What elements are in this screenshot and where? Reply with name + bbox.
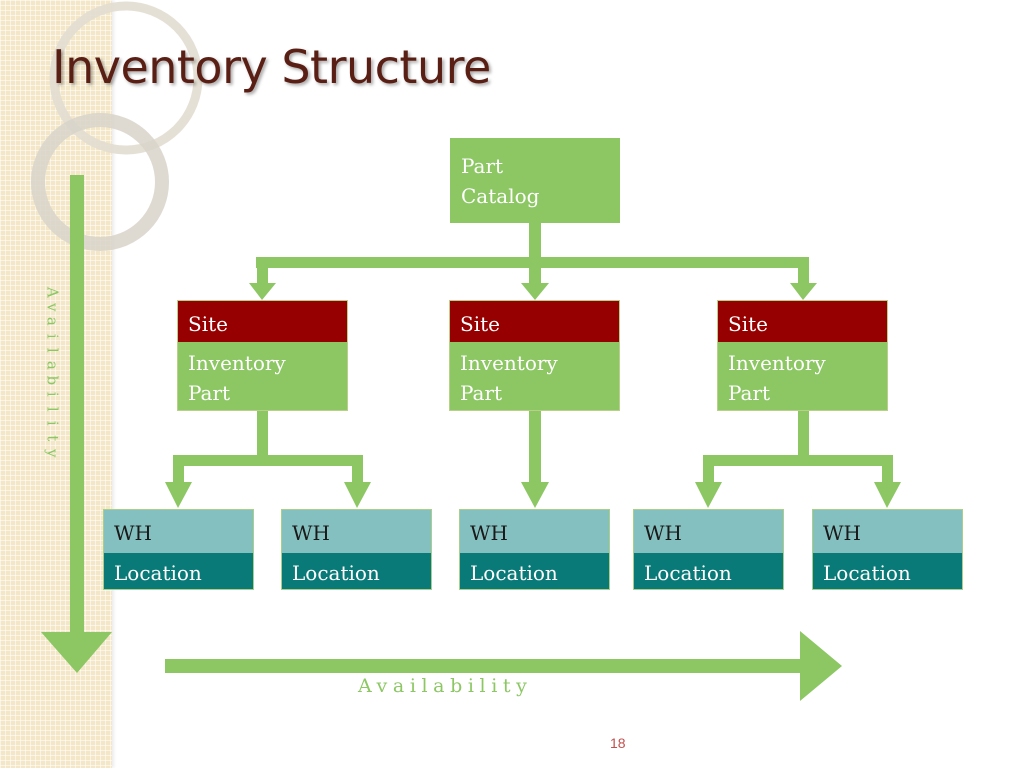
connector-site-bar [256,257,809,268]
part-catalog-line1: Part [461,154,504,178]
arrow-wh1 [165,482,192,508]
connector-site3-bar [703,455,893,466]
arrow-wh5 [874,482,901,508]
site-node-2-line2: Part [460,381,503,405]
part-catalog-line2: Catalog [461,184,540,208]
availability-vertical-char: a [43,360,62,370]
wh-node-2-bottom: Location [281,553,432,590]
slide-title: Inventory Structure [52,40,491,94]
connector-site2 [529,263,541,286]
connector-site1-down [257,411,268,461]
availability-arrow-horizontal-head [800,631,842,701]
arrow-site3 [790,283,817,300]
arrow-wh3 [521,482,549,508]
availability-vertical-char: a [43,317,62,326]
arrow-site1 [249,283,276,300]
part-catalog-node: Part Catalog [450,138,620,223]
wh-node-3-top: WH [459,509,610,553]
connector-site1-bar [173,455,363,466]
availability-arrow-vertical-shaft [70,175,84,635]
decorative-ring-small [31,113,169,251]
wh-node-1-top: WH [103,509,254,553]
decorative-ring-large [49,1,203,155]
site-node-1-line2: Part [188,381,231,405]
site-node-1-line1: Inventory [188,351,286,375]
site-node-3-line1: Inventory [728,351,826,375]
availability-arrow-vertical-head [41,632,112,673]
connector-site3 [798,263,809,286]
connector-root-down [529,223,541,260]
site-node-2-line1: Inventory [460,351,558,375]
connector-wh4 [703,460,714,485]
wh-node-5-top: WH [812,509,963,553]
site-node-3-header: Site [717,300,888,342]
arrow-wh4 [695,482,722,508]
site-node-2-body: Inventory Part [449,342,620,411]
availability-vertical-char: t [43,435,62,442]
wh-node-4-top: WH [633,509,784,553]
availability-vertical-char: l [43,348,62,354]
site-node-2-header: Site [449,300,620,342]
arrow-site2 [521,283,549,300]
wh-node-5-bottom: Location [812,553,963,590]
availability-label-horizontal: Availability [358,675,533,697]
wh-node-1-bottom: Location [103,553,254,590]
wh-node-2-top: WH [281,509,432,553]
availability-vertical-char: i [43,421,62,427]
site-node-1-body: Inventory Part [177,342,348,411]
availability-vertical-char: A [43,286,62,298]
decorative-side-strip [0,0,112,768]
connector-site2-down [529,411,541,485]
site-node-3-line2: Part [728,381,771,405]
connector-wh1 [173,460,184,485]
page-number: 18 [610,735,626,751]
connector-wh2 [352,460,363,485]
site-node-3-body: Inventory Part [717,342,888,411]
site-node-1-header: Site [177,300,348,342]
availability-vertical-char: i [43,392,62,397]
availability-vertical-char: y [43,448,62,458]
connector-wh5 [882,460,893,485]
connector-site3-down [798,411,809,461]
connector-site1 [257,263,268,286]
wh-node-4-bottom: Location [633,553,784,590]
availability-arrow-horizontal-shaft [165,659,805,673]
arrow-wh2 [344,482,371,508]
wh-node-3-bottom: Location [459,553,610,590]
